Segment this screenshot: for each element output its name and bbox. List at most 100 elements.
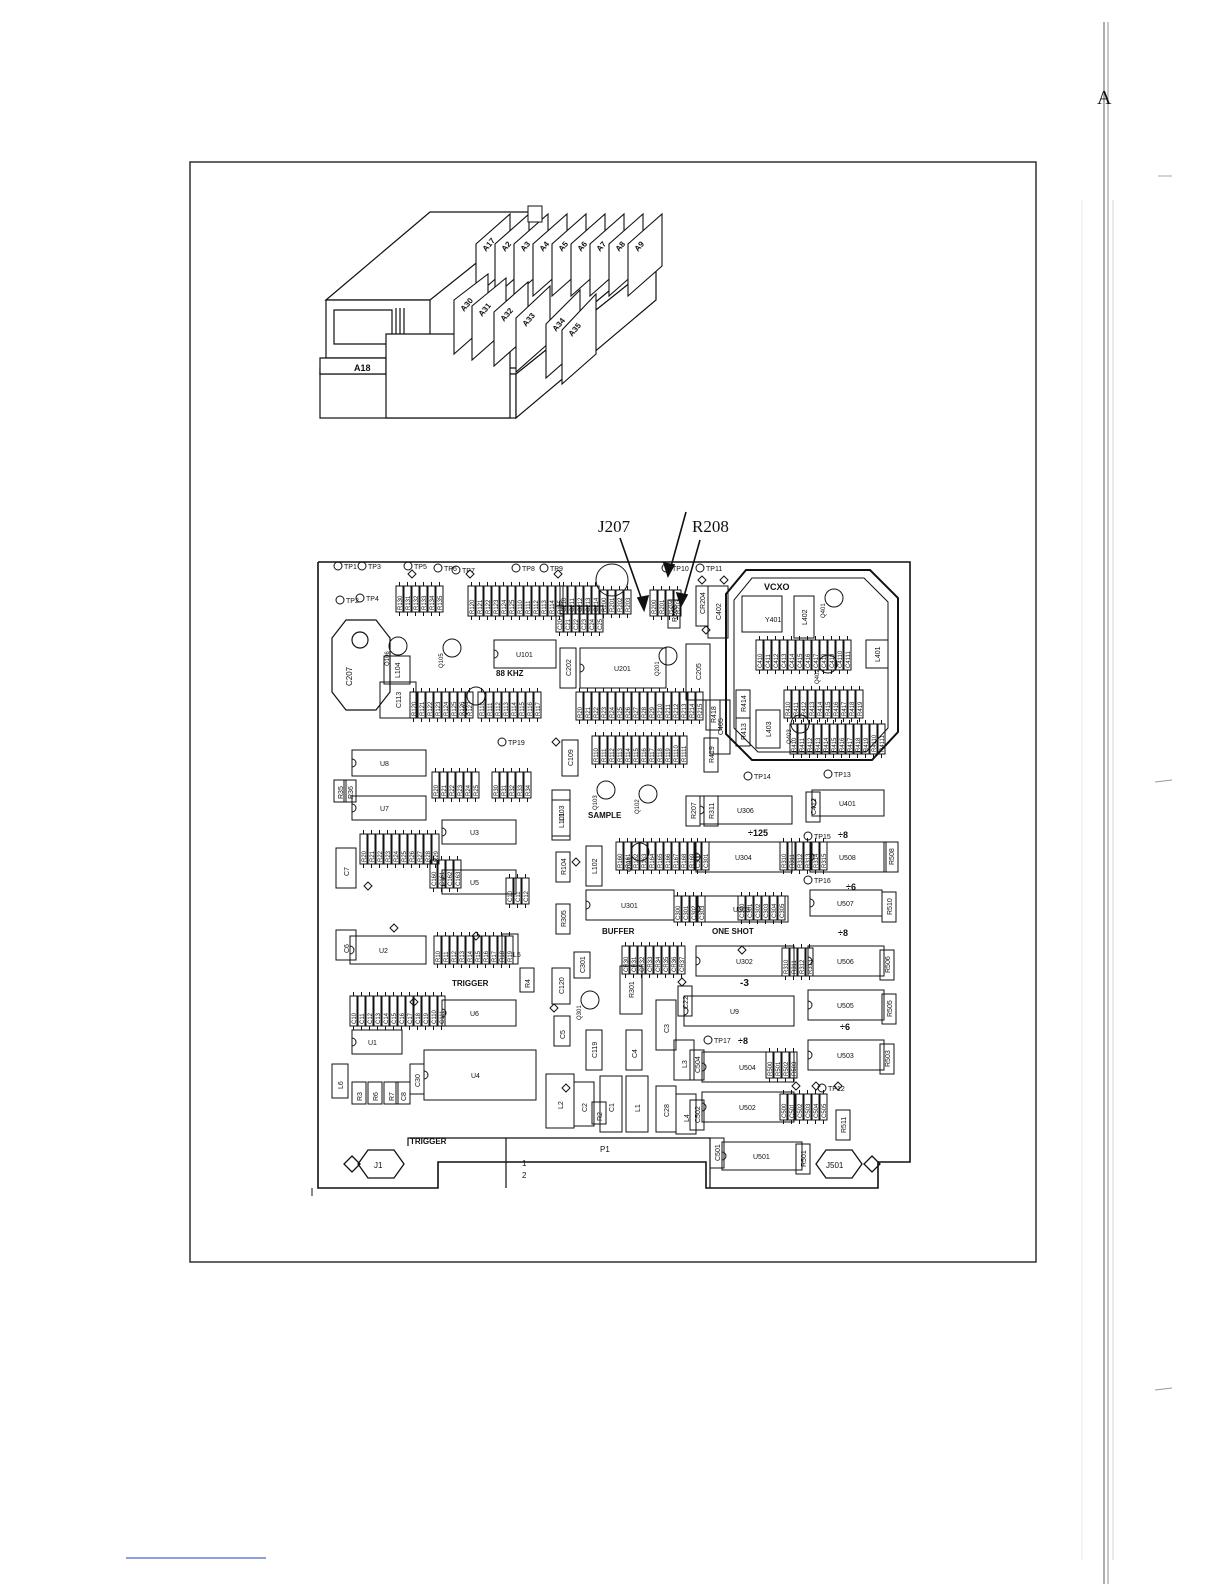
passive-label: R22 xyxy=(450,784,456,796)
part-L402 xyxy=(793,595,815,639)
ic-notch xyxy=(701,1102,707,1112)
via-diamond xyxy=(701,625,711,635)
passive-label: C303 xyxy=(700,905,706,920)
part-R104 xyxy=(555,851,571,883)
part-C2 xyxy=(573,1081,595,1127)
ic-notch xyxy=(441,1008,447,1018)
transistor-Q102 xyxy=(638,784,658,804)
part-L401 xyxy=(865,639,889,669)
passive-label: C300 xyxy=(740,903,746,918)
via-diamond xyxy=(465,569,475,579)
ic-label-U302: U302 xyxy=(736,959,753,966)
part-label-L403: L403 xyxy=(766,721,773,737)
passive-label: R26 xyxy=(626,706,632,718)
passive-label: C301 xyxy=(748,903,754,918)
part-L101 xyxy=(551,799,571,841)
label-div6b: ÷6 xyxy=(840,1022,850,1032)
transistor-label-Q105: Q105 xyxy=(439,653,445,668)
test-point-TP14 xyxy=(743,771,753,781)
connector-label-P1: P1 xyxy=(600,1145,610,1154)
via-diamond xyxy=(389,923,399,933)
passive-label: R121 xyxy=(478,599,484,614)
passive-label: R1110 xyxy=(674,745,680,762)
passive-label: R412 xyxy=(808,737,814,752)
part-label-L4: L4 xyxy=(684,1114,691,1122)
passive-label: C505 xyxy=(822,1103,828,1118)
passive-label: R32 xyxy=(510,784,516,796)
passive-label: CR31 xyxy=(632,956,638,972)
via-diamond xyxy=(811,1081,821,1091)
part-C205 xyxy=(685,643,711,701)
callout-arrows xyxy=(619,511,701,613)
passive-label: R415 xyxy=(826,701,832,716)
passive-label: R117 xyxy=(536,701,542,716)
passive-label: R215 xyxy=(698,703,704,718)
passive-label: R310 xyxy=(784,959,790,974)
part-label-L103: L103 xyxy=(559,805,566,821)
passive-label: R15 xyxy=(476,950,482,962)
part-label-C5: C5 xyxy=(560,1030,567,1039)
transistor-label-Q106: Q106 xyxy=(385,651,391,666)
label-vcxo: VCXO xyxy=(764,582,790,592)
test-point-label-TP17: TP17 xyxy=(714,1038,731,1045)
passive-label: R113 xyxy=(542,599,548,614)
part-label-R506: R506 xyxy=(885,956,892,973)
via-diamond xyxy=(553,569,563,579)
passive-label: R25 xyxy=(402,850,408,862)
passive-label: R126 xyxy=(460,701,466,716)
part-R2 xyxy=(591,1101,607,1125)
passive-label: C301 xyxy=(704,853,710,868)
ic-label-U8: U8 xyxy=(380,761,389,768)
via-diamond xyxy=(561,1083,571,1093)
passive-label: R28 xyxy=(426,850,432,862)
label-trigger-conn: TRIGGER xyxy=(410,1137,447,1146)
passive-label: CR32 xyxy=(640,956,646,972)
passive-label: R20 xyxy=(434,784,440,796)
passive-label: C16 xyxy=(400,1012,406,1024)
passive-label: R125 xyxy=(452,701,458,716)
passive-label: R135 xyxy=(438,595,444,610)
part-label-R511: R511 xyxy=(841,1117,848,1133)
part-label-R3: R3 xyxy=(357,1092,364,1101)
passive-label: R11 xyxy=(444,951,450,962)
passive-label: R115 xyxy=(634,747,640,762)
ic-notch xyxy=(807,1050,813,1060)
ic-U304 xyxy=(695,841,793,873)
ic-notch xyxy=(811,798,817,808)
part-label-R419: R419 xyxy=(709,746,716,763)
passive-label: R123 xyxy=(494,599,500,614)
passive-label: R127 xyxy=(468,701,474,716)
passive-label: R201 xyxy=(660,599,666,614)
passive-label: R23 xyxy=(386,850,392,862)
ic-notch xyxy=(579,663,585,673)
passive-label: R131 xyxy=(406,595,412,610)
passive-label: C11 xyxy=(516,891,522,902)
passive-label: R120 xyxy=(470,599,476,614)
passive-label: R132 xyxy=(414,595,420,610)
part-label-R510: R510 xyxy=(887,898,894,915)
passive-label: R162 xyxy=(634,853,640,868)
passive-label: R115 xyxy=(520,701,526,716)
ic-U7 xyxy=(351,795,427,821)
ic-label-U5: U5 xyxy=(470,880,479,887)
passive-label: C11 xyxy=(360,1013,366,1024)
passive-label: C163 xyxy=(456,871,462,886)
passive-label: R419 xyxy=(864,737,870,752)
part-label-Y401: Y401 xyxy=(765,617,781,624)
part-R36 xyxy=(343,779,357,803)
passive-label: C4110 xyxy=(838,650,844,668)
part-R506 xyxy=(879,949,895,981)
passive-label: R122 xyxy=(486,599,492,614)
ic-U9 xyxy=(683,995,795,1027)
transistor-Q106 xyxy=(388,636,408,656)
part-L4 xyxy=(675,1093,697,1135)
passive-label: R410 xyxy=(792,737,798,752)
passive-label: R117 xyxy=(650,747,656,762)
passive-label: R313 xyxy=(808,959,814,974)
callout-j207: J207 xyxy=(598,517,631,536)
part-label-C109: C109 xyxy=(568,749,575,766)
passive-label: C19 xyxy=(424,1012,430,1024)
connector-pin-2: 2 xyxy=(522,1171,527,1180)
